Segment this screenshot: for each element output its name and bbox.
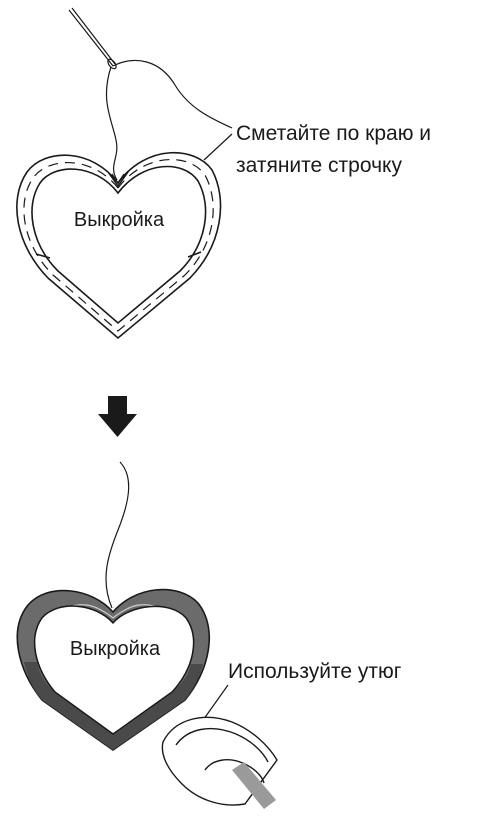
- heart-label-step-1: Выкройка: [74, 209, 165, 231]
- thread-icon: [105, 59, 233, 181]
- heart-pattern-gathered: [16, 588, 211, 751]
- iron-icon: [161, 716, 278, 809]
- step-2-instruction: Используйте утюг: [228, 660, 402, 683]
- step-1-instruction-line-2: затяните строчку: [236, 154, 402, 177]
- step-1-leader-line: [203, 133, 233, 161]
- heart-label-step-2: Выкройка: [70, 638, 161, 660]
- thread-icon: [105, 461, 130, 609]
- needle-icon: [68, 7, 117, 70]
- heart-pattern-basted: [16, 152, 222, 340]
- down-arrow-icon: [98, 396, 137, 437]
- step-1-baste-and-gather: Выкройка Сметайте по краю и затяните стр…: [16, 7, 431, 340]
- step-1-instruction-line-1: Сметайте по краю и: [236, 122, 431, 145]
- step-2-press-edges: Выкройка Используйте утюг: [16, 461, 402, 809]
